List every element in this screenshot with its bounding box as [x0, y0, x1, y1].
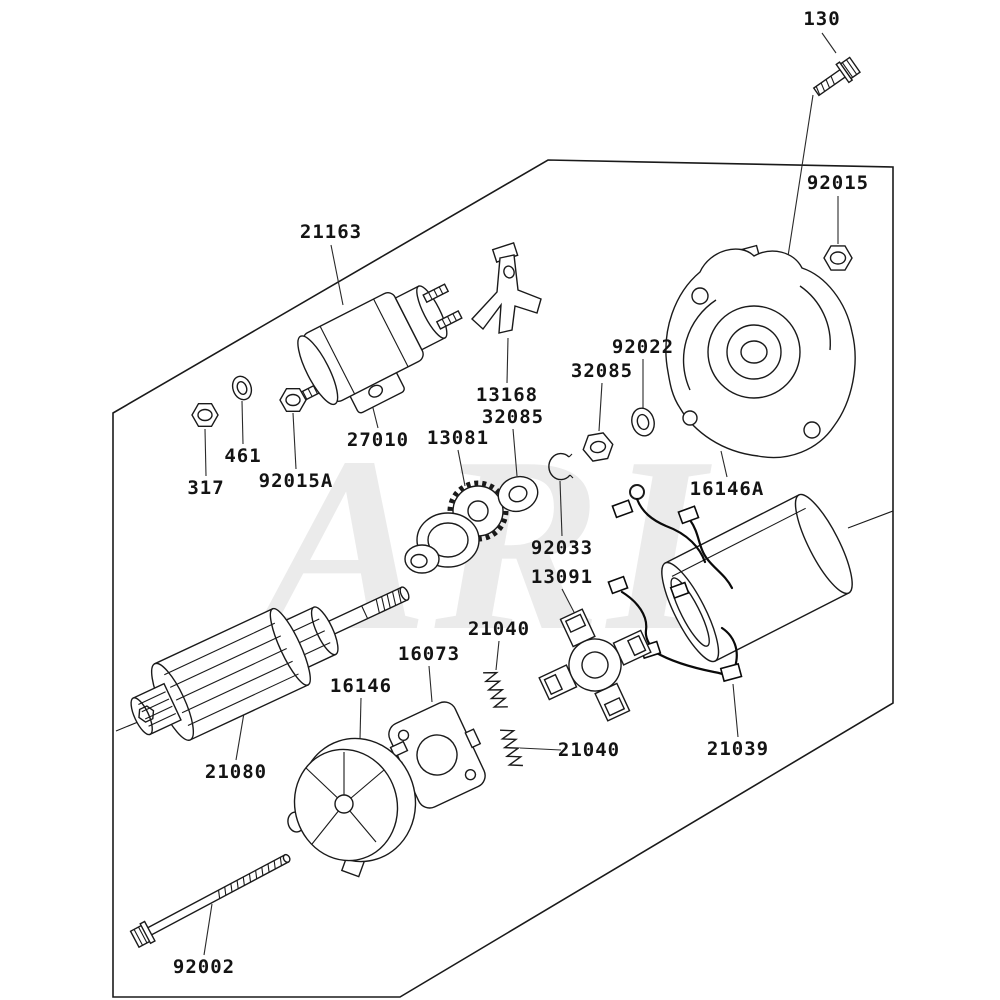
- leader-21040-lower: [519, 747, 562, 751]
- brush-spring-lower-drawing: [500, 729, 523, 767]
- part-label-13091[interactable]: 13091: [530, 566, 594, 588]
- washer-461-drawing: [231, 375, 253, 401]
- leader-21040-upper: [495, 640, 500, 671]
- nut-92015-drawing: [823, 245, 853, 271]
- leader-130-long: [783, 94, 814, 283]
- part-label-92015A[interactable]: 92015A: [258, 470, 334, 492]
- part-label-16146[interactable]: 16146: [329, 675, 393, 697]
- end-frame-housing-drawing: [665, 244, 856, 459]
- part-label-461[interactable]: 461: [224, 445, 262, 467]
- part-label-21039[interactable]: 21039: [706, 738, 770, 760]
- switch-bracket-drawing: [471, 242, 542, 334]
- collar-32085-drawing: [582, 432, 614, 462]
- through-bolt-drawing: [129, 853, 291, 949]
- part-label-32085-lower[interactable]: 32085: [570, 360, 634, 382]
- brush-holder-plate-drawing: [538, 608, 652, 722]
- part-label-317[interactable]: 317: [187, 477, 225, 499]
- part-label-13168[interactable]: 13168: [475, 384, 539, 406]
- leader-130: [821, 32, 837, 54]
- end-cap-drawing: [287, 737, 417, 878]
- armature-drawing: [130, 586, 410, 741]
- carbon-brush-21039-drawing: [719, 662, 743, 683]
- part-label-16146A[interactable]: 16146A: [689, 478, 765, 500]
- drive-pinion-drawing: [404, 480, 509, 574]
- brush-wires-drawing: [607, 484, 743, 683]
- part-label-92015[interactable]: 92015: [806, 172, 870, 194]
- leader-13091: [561, 588, 577, 617]
- bolt-130-drawing: [812, 56, 861, 97]
- leader-21039: [732, 683, 739, 738]
- leader-32085-lower: [598, 382, 603, 432]
- part-label-13081[interactable]: 13081: [426, 427, 490, 449]
- part-label-21163[interactable]: 21163: [299, 221, 363, 243]
- part-label-21040-lower[interactable]: 21040: [557, 739, 621, 761]
- part-label-21080[interactable]: 21080: [204, 761, 268, 783]
- leader-92002: [203, 903, 213, 956]
- washer-92022-drawing: [631, 407, 655, 437]
- leader-92015A: [292, 412, 297, 470]
- leader-16146A: [720, 450, 728, 478]
- leader-317: [204, 428, 207, 477]
- part-label-27010[interactable]: 27010: [346, 429, 410, 451]
- snap-ring-drawing: [548, 452, 574, 481]
- part-label-32085-upper[interactable]: 32085: [481, 406, 545, 428]
- leader-16146: [359, 697, 362, 740]
- part-label-130[interactable]: 130: [803, 8, 841, 30]
- part-label-16073[interactable]: 16073: [397, 643, 461, 665]
- leader-21163: [330, 244, 344, 306]
- leader-461: [241, 400, 244, 445]
- part-label-92022[interactable]: 92022: [611, 336, 675, 358]
- part-label-92002[interactable]: 92002: [172, 956, 236, 978]
- leader-13168: [506, 337, 509, 384]
- leader-16073: [428, 665, 433, 703]
- leader-32085-upper: [512, 428, 518, 477]
- part-label-92033[interactable]: 92033: [530, 537, 594, 559]
- part-label-21040-upper[interactable]: 21040: [467, 618, 531, 640]
- nut-317-drawing: [191, 403, 219, 427]
- solenoid-drawing: [297, 283, 463, 414]
- leader-lines: [203, 32, 839, 956]
- leader-21080: [235, 712, 245, 761]
- stop-collar-plate-drawing: [497, 475, 539, 513]
- brush-spring-upper-drawing: [483, 671, 508, 708]
- leader-92033: [559, 480, 563, 537]
- leader-13081: [457, 449, 466, 487]
- nut-92015A-drawing: [279, 388, 307, 412]
- diagram-border-frame: [112, 159, 894, 998]
